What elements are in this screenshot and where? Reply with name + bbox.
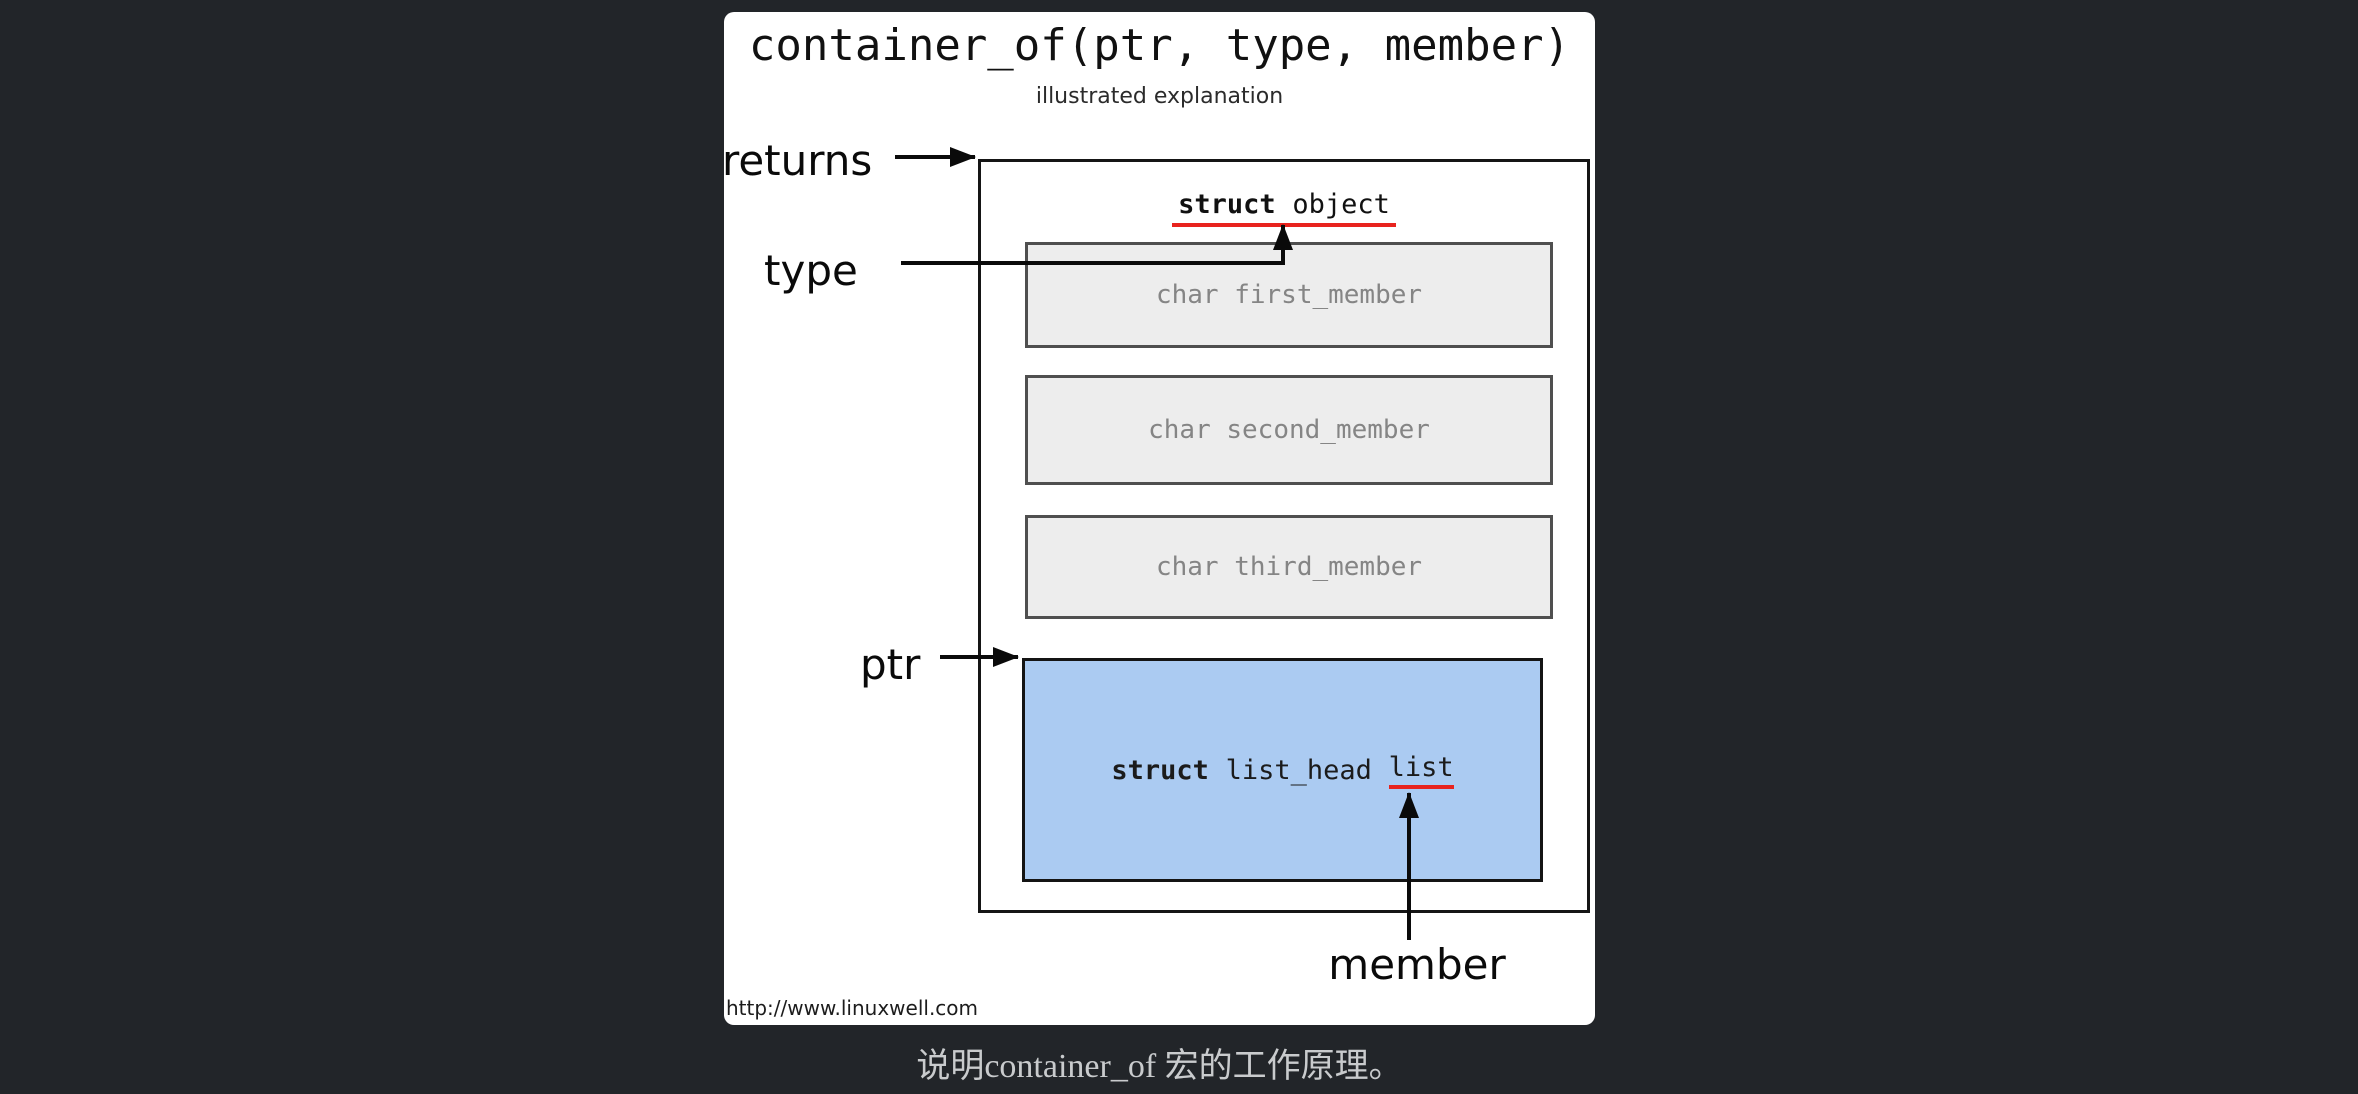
struct-object-underline: struct object bbox=[1172, 189, 1396, 227]
list-head-type: list_head bbox=[1225, 754, 1372, 786]
member-box-second: char second_member bbox=[1025, 375, 1553, 485]
struct-keyword: struct bbox=[1178, 189, 1276, 220]
member-box-third-label: char third_member bbox=[1155, 552, 1423, 582]
list-struct-keyword: struct bbox=[1111, 754, 1209, 786]
diagram-subtitle: illustrated explanation bbox=[1035, 84, 1284, 109]
member-box-third: char third_member bbox=[1025, 515, 1553, 619]
diagram-panel: container_of(ptr, type, member) illustra… bbox=[722, 12, 1595, 1025]
member-box-first-label: char first_member bbox=[1155, 280, 1423, 310]
member-box-first: char first_member bbox=[1025, 242, 1553, 348]
struct-object-name: object bbox=[1292, 189, 1390, 220]
watermark-url: http://www.linuxwell.com bbox=[726, 996, 979, 1020]
label-type: type bbox=[764, 246, 858, 295]
diagram-title: container_of(ptr, type, member) bbox=[748, 20, 1571, 71]
label-member: member bbox=[1328, 940, 1506, 989]
label-ptr: ptr bbox=[860, 640, 921, 689]
image-caption: 说明container_of 宏的工作原理。 bbox=[916, 1048, 1403, 1085]
member-box-second-label: char second_member bbox=[1148, 415, 1430, 445]
label-returns: returns bbox=[722, 136, 873, 185]
struct-object-label: struct object bbox=[978, 189, 1590, 227]
list-field-name: list bbox=[1388, 752, 1454, 789]
list-head-box: struct list_head list bbox=[1022, 658, 1543, 882]
